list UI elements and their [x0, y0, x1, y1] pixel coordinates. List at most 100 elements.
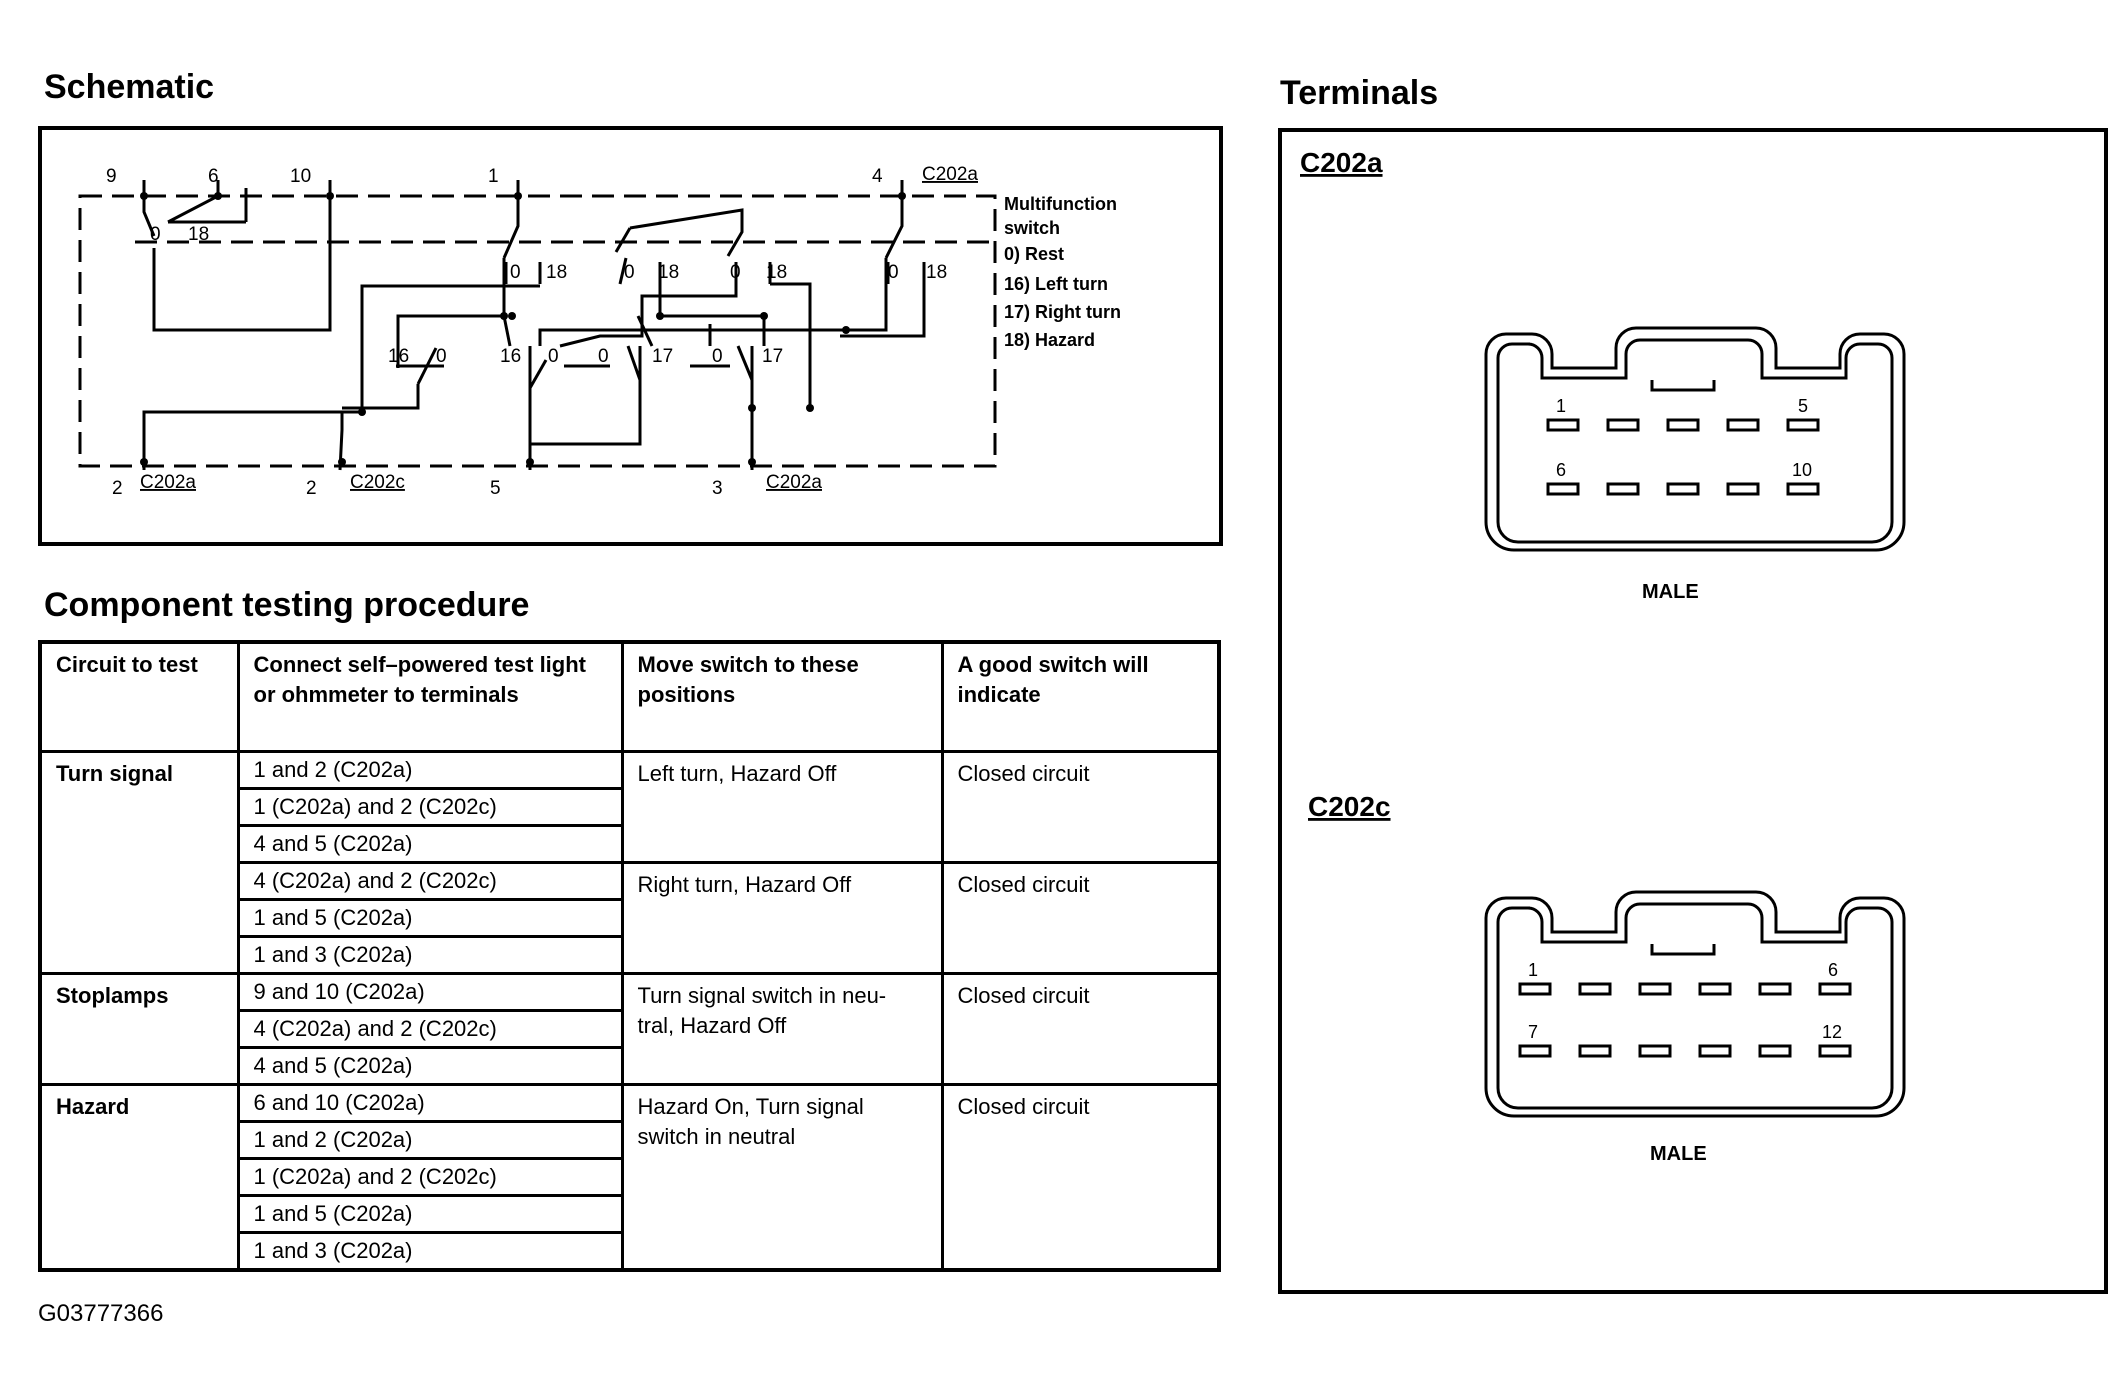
position-label: 16 [500, 346, 521, 367]
position-label: 0 [510, 262, 521, 283]
terminal-cell: 4 (C202a) and 2 (C202c) [236, 1009, 624, 1049]
table-row: 1 (C202a) and 2 (C202c) [40, 1157, 1219, 1197]
header-positions: Move switch to these positions [620, 640, 944, 753]
bottom-pin-label: 2 [306, 478, 317, 499]
switch-legend-line: Multifunction [1004, 194, 1117, 214]
table-row: 1 and 3 (C202a) [40, 935, 1219, 975]
table-row: 4 and 5 (C202a) [40, 824, 1219, 864]
position-label: 0 [712, 346, 723, 367]
position-label: 16 [388, 346, 409, 367]
bottom-connector-label: C202c [350, 472, 405, 493]
top-pin-label: 10 [290, 166, 311, 187]
position-label: 0 [436, 346, 447, 367]
schematic-frame [38, 126, 1223, 546]
table-row: 1 (C202a) and 2 (C202c) [40, 787, 1219, 827]
bottom-pin-label: 2 [112, 478, 123, 499]
top-connector-label: C202a [922, 164, 978, 185]
terminal-cell: 1 and 3 (C202a) [236, 935, 624, 975]
connector-c202c: C202c 1 6 7 12 MALE [1308, 791, 1906, 1165]
position-cell: Hazard On, Turn signal switch in neutral [620, 1083, 944, 1272]
terminals-title: Terminals [1280, 74, 1439, 112]
terminal-cell: 1 and 2 (C202a) [236, 1120, 624, 1160]
table-row: 1 and 5 (C202a) [40, 898, 1219, 938]
table-row: 1 and 5 (C202a) [40, 1194, 1219, 1234]
terminals-frame [1278, 128, 2108, 1294]
table-header-row: Circuit to test Connect self–powered tes… [38, 640, 1221, 753]
terminal-cell: 1 and 5 (C202a) [236, 1194, 624, 1234]
table-row: 1 and 2 (C202a) [40, 1120, 1219, 1160]
table-row: 4 (C202a) and 2 (C202c) Right turn, Haza… [40, 861, 1221, 975]
terminal-cell: 1 and 5 (C202a) [236, 898, 624, 938]
result-cell: Closed circuit [940, 750, 1221, 864]
terminal-cell: 4 and 5 (C202a) [236, 824, 624, 864]
position-label: 17 [652, 346, 673, 367]
switch-legend-line: switch [1004, 218, 1060, 238]
bottom-pin-label: 5 [490, 478, 501, 499]
position-label: 0 [888, 262, 899, 283]
switch-legend-line: 16) Left turn [1004, 274, 1108, 294]
result-cell: Closed circuit [940, 1083, 1221, 1272]
switch-legend-line: 18) Hazard [1004, 330, 1095, 350]
position-label: 0 [548, 346, 559, 367]
procedure-table: Circuit to test Connect self–powered tes… [38, 640, 1221, 1272]
schematic-wiring [78, 180, 997, 471]
position-label: 18 [188, 224, 209, 245]
gender-label: MALE [1650, 1143, 1707, 1165]
position-label: 18 [658, 262, 679, 283]
pin-label: 12 [1822, 1022, 1842, 1042]
position-label: 18 [546, 262, 567, 283]
table-row: 1 and 3 (C202a) [40, 1231, 1219, 1272]
header-indication: A good switch will indicate [940, 640, 1221, 753]
terminal-cell: 9 and 10 (C202a) [236, 972, 624, 1012]
pin-label: 6 [1828, 960, 1838, 980]
pin-label: 1 [1556, 396, 1566, 416]
bottom-connector-label: C202a [766, 472, 822, 493]
position-label: 0 [150, 224, 161, 245]
circuit-cell: Hazard [38, 1083, 240, 1272]
circuit-cell: Turn signal [38, 750, 240, 975]
header-terminals: Connect self–powered test light or ohmme… [236, 640, 624, 753]
table-row: Stoplamps 9 and 10 (C202a) Turn signal s… [38, 972, 1221, 1086]
position-label: 0 [730, 262, 741, 283]
procedure-title: Component testing procedure [44, 586, 530, 624]
pin-label: 1 [1528, 960, 1538, 980]
connector-c202a: C202a 1 5 6 10 MALE [1300, 147, 1906, 603]
table-row: Turn signal 1 and 2 (C202a) Left turn, H… [38, 750, 1221, 975]
terminal-cell: 1 and 2 (C202a) [236, 750, 624, 790]
position-label: 18 [926, 262, 947, 283]
pin-label: 10 [1792, 460, 1812, 480]
terminal-cell: 1 (C202a) and 2 (C202c) [236, 787, 624, 827]
top-pin-label: 4 [872, 166, 883, 187]
position-label: 18 [766, 262, 787, 283]
figure-id: G03777366 [38, 1300, 164, 1327]
result-cell: Closed circuit [940, 972, 1221, 1086]
position-cell: Right turn, Hazard Off [620, 861, 944, 975]
position-cell: Turn signal switch in neu- tral, Hazard … [620, 972, 944, 1086]
gender-label: MALE [1642, 581, 1699, 603]
schematic-title: Schematic [44, 68, 215, 106]
terminal-cell: 1 and 3 (C202a) [236, 1231, 624, 1272]
terminal-cell: 1 (C202a) and 2 (C202c) [236, 1157, 624, 1197]
switch-legend-line: 0) Rest [1004, 244, 1064, 264]
junction-dots [140, 192, 906, 466]
connector-name: C202c [1308, 791, 1391, 822]
table-row: 4 (C202a) and 2 (C202c) [40, 1009, 1219, 1049]
bottom-connector-label: C202a [140, 472, 196, 493]
pin-label: 6 [1556, 460, 1566, 480]
terminal-cell: 4 and 5 (C202a) [236, 1046, 624, 1086]
table-row: Hazard 6 and 10 (C202a) Hazard On, Turn … [38, 1083, 1221, 1272]
bottom-pin-label: 3 [712, 478, 723, 499]
top-pin-label: 1 [488, 166, 499, 187]
connector-name: C202a [1300, 147, 1383, 178]
position-label: 0 [598, 346, 609, 367]
terminal-cell: 4 (C202a) and 2 (C202c) [236, 861, 624, 901]
circuit-cell: Stoplamps [38, 972, 240, 1086]
position-label: 17 [762, 346, 783, 367]
pin-label: 7 [1528, 1022, 1538, 1042]
switch-legend-line: 17) Right turn [1004, 302, 1121, 322]
top-pin-label: 6 [208, 166, 219, 187]
result-cell: Closed circuit [940, 861, 1221, 975]
terminal-cell: 6 and 10 (C202a) [236, 1083, 624, 1123]
header-circuit: Circuit to test [38, 640, 240, 753]
